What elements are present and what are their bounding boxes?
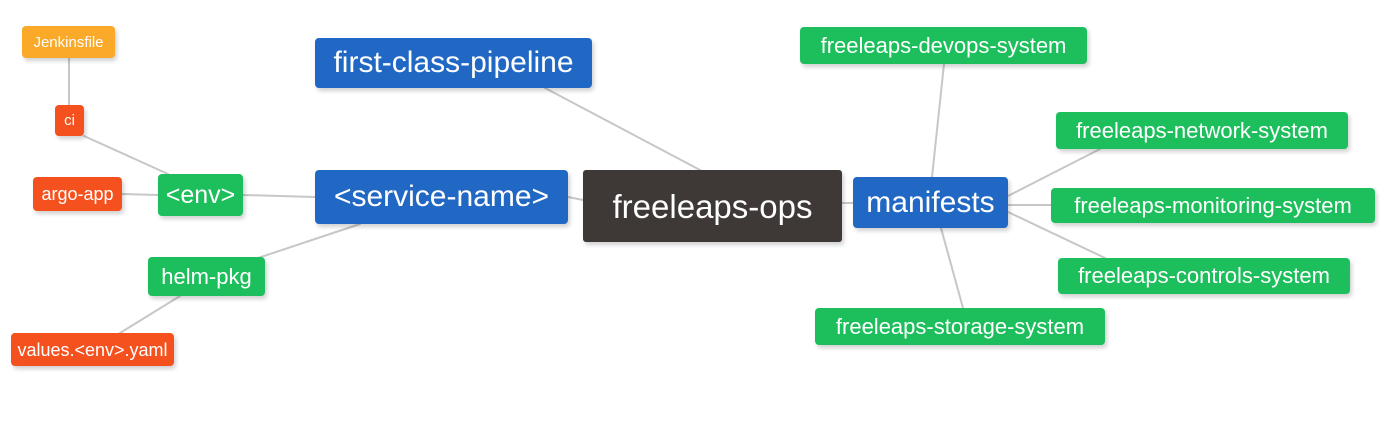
node-label: freeleaps-network-system <box>1076 117 1328 143</box>
node-label: values.<env>.yaml <box>17 339 168 360</box>
node-label: freeleaps-monitoring-system <box>1074 192 1352 218</box>
node-freeleaps-monitoring-system[interactable]: freeleaps-monitoring-system <box>1051 188 1375 223</box>
edge-env-to-service-name <box>242 194 316 198</box>
node-label: freeleaps-storage-system <box>835 313 1085 339</box>
node-label: first-class-pipeline <box>333 46 574 79</box>
edge-manifests-to-freeleaps-controls-system <box>1007 211 1106 259</box>
node-label: freeleaps-ops <box>612 187 813 225</box>
node-values-env-yaml[interactable]: values.<env>.yaml <box>11 333 174 366</box>
edge-values-env-yaml-to-helm-pkg <box>119 295 181 334</box>
edge-ci-to-env <box>83 135 169 175</box>
node-argo-app[interactable]: argo-app <box>33 177 122 211</box>
node-label: <service-name> <box>333 180 550 213</box>
edge-helm-pkg-to-service-name <box>257 223 361 259</box>
edge-manifests-to-freeleaps-network-system <box>1007 148 1101 197</box>
node-jenkinsfile[interactable]: Jenkinsfile <box>22 26 115 58</box>
edge-argo-app-to-env <box>121 193 159 196</box>
node-freeleaps-controls-system[interactable]: freeleaps-controls-system <box>1058 258 1350 294</box>
node-manifests[interactable]: manifests <box>853 177 1008 228</box>
edge-first-class-pipeline-to-freeleaps-ops <box>544 87 701 171</box>
node-label: helm-pkg <box>161 263 252 289</box>
node-first-class-pipeline[interactable]: first-class-pipeline <box>315 38 592 88</box>
node-env[interactable]: <env> <box>158 174 243 216</box>
node-helm-pkg[interactable]: helm-pkg <box>148 257 265 296</box>
node-label: ci <box>64 112 75 129</box>
node-label: argo-app <box>41 184 114 204</box>
node-label: Jenkinsfile <box>33 33 104 51</box>
edge-manifests-to-freeleaps-storage-system <box>940 227 964 309</box>
node-label: manifests <box>866 185 995 219</box>
node-freeleaps-storage-system[interactable]: freeleaps-storage-system <box>815 308 1105 345</box>
node-service-name[interactable]: <service-name> <box>315 170 568 224</box>
node-freeleaps-devops-system[interactable]: freeleaps-devops-system <box>800 27 1087 64</box>
node-freeleaps-ops[interactable]: freeleaps-ops <box>583 170 842 242</box>
edge-service-name-to-freeleaps-ops <box>567 196 584 201</box>
node-label: freeleaps-controls-system <box>1078 263 1330 288</box>
node-label: <env> <box>165 180 236 209</box>
node-label: freeleaps-devops-system <box>820 32 1067 58</box>
node-freeleaps-network-system[interactable]: freeleaps-network-system <box>1056 112 1348 149</box>
node-ci[interactable]: ci <box>55 105 84 136</box>
edge-manifests-to-freeleaps-devops-system <box>931 63 945 178</box>
